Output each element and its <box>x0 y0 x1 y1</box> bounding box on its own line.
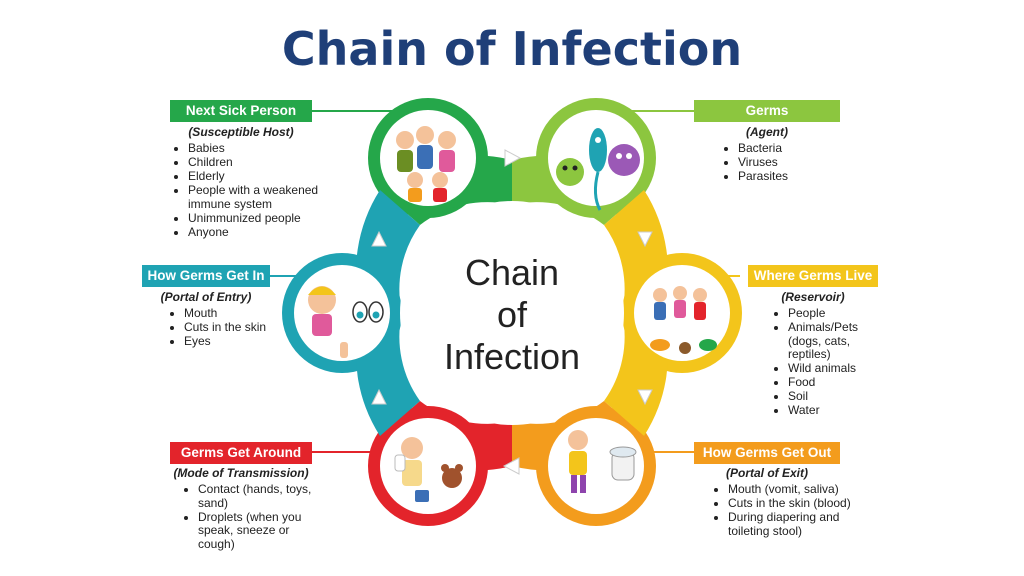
subtitle-where-germs-live: (Reservoir) <box>781 290 845 304</box>
subtitle-next-sick-person: (Susceptible Host) <box>188 125 294 139</box>
list-item: Wild animals <box>788 361 888 376</box>
list-item: People <box>788 306 888 321</box>
list-germs-get-around: Contact (hands, toys, sand) Droplets (wh… <box>180 482 328 552</box>
list-item: Bacteria <box>738 141 858 156</box>
list-how-germs-get-out: Mouth (vomit, saliva) Cuts in the skin (… <box>710 482 873 539</box>
header-germs-get-around: Germs Get Around <box>170 442 312 464</box>
list-item: Eyes <box>184 334 294 349</box>
subtitle-germs-get-around: (Mode of Transmission) <box>173 466 309 480</box>
center-line-2: of <box>496 294 528 335</box>
arrow-right-icon <box>504 149 522 167</box>
header-how-germs-get-out: How Germs Get Out <box>694 442 840 464</box>
kids-and-animals-icon <box>650 286 717 354</box>
family-icon <box>396 126 456 202</box>
page-title: Chain of Infection <box>281 22 743 76</box>
header-germs: Germs <box>694 100 840 122</box>
list-item: Parasites <box>738 169 858 184</box>
center-line-3: Infection <box>443 336 581 377</box>
arrow-up-icon <box>371 230 387 247</box>
center-line-1: Chain <box>464 252 560 293</box>
list-item: Mouth (vomit, saliva) <box>728 482 873 497</box>
list-item: Elderly <box>188 169 323 184</box>
arrow-up-icon <box>371 388 387 405</box>
subtitle-how-germs-get-out: (Portal of Exit) <box>725 466 808 480</box>
subtitle-how-germs-get-in: (Portal of Entry) <box>160 290 252 304</box>
arrow-down-icon <box>637 389 653 406</box>
list-item: Droplets (when you speak, sneeze or coug… <box>198 510 328 552</box>
header-how-germs-get-in: How Germs Get In <box>142 265 270 287</box>
list-where-germs-live: People Animals/Pets (dogs, cats, reptile… <box>770 306 888 418</box>
list-item: Soil <box>788 389 888 404</box>
sick-child-icon <box>568 430 637 493</box>
arrow-left-icon <box>502 457 520 475</box>
list-item: Animals/Pets (dogs, cats, reptiles) <box>788 320 888 362</box>
list-item: Contact (hands, toys, sand) <box>198 482 328 510</box>
list-item: Food <box>788 375 888 390</box>
list-item: Cuts in the skin (blood) <box>728 496 873 511</box>
list-item: During diapering and toileting stool) <box>728 510 873 538</box>
germs-icon <box>556 128 640 211</box>
child-with-eyes-icon <box>308 286 384 358</box>
list-item: Cuts in the skin <box>184 320 294 335</box>
sneezing-child-icon <box>394 437 463 502</box>
subtitle-germs: (Agent) <box>746 125 788 139</box>
list-how-germs-get-in: Mouth Cuts in the skin Eyes <box>166 306 294 349</box>
center-label: Chain of Infection <box>412 252 612 378</box>
list-item: Mouth <box>184 306 294 321</box>
list-item: Unimmunized people <box>188 211 323 226</box>
header-where-germs-live: Where Germs Live <box>748 265 878 287</box>
list-item: Water <box>788 403 888 418</box>
arrow-down-icon <box>637 231 653 248</box>
list-item: Viruses <box>738 155 858 170</box>
list-item: Children <box>188 155 323 170</box>
list-item: People with a weakened immune system <box>188 183 323 211</box>
header-next-sick-person: Next Sick Person <box>170 100 312 122</box>
list-item: Babies <box>188 141 323 156</box>
center-circle <box>400 201 624 425</box>
list-germs: Bacteria Viruses Parasites <box>720 141 858 184</box>
list-next-sick-person: Babies Children Elderly People with a we… <box>170 141 323 240</box>
list-item: Anyone <box>188 225 323 240</box>
